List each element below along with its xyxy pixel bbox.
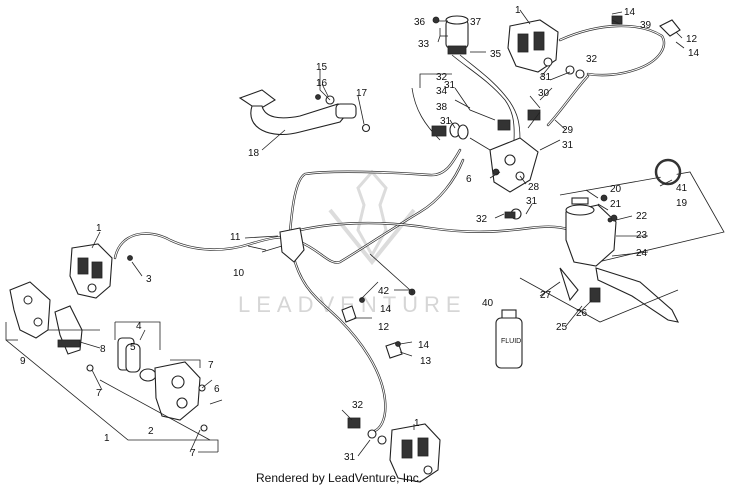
callout-7-a: 7 [208, 360, 214, 371]
callout-32-c: 32 [476, 214, 488, 225]
callout-7-c: 7 [190, 448, 196, 459]
callout-36: 36 [414, 17, 426, 28]
footer-credit: Rendered by LeadVenture, Inc. [256, 471, 422, 485]
callout-6-block: 6 [466, 174, 472, 185]
callout-14-b: 14 [418, 340, 430, 351]
callout-23: 23 [636, 230, 648, 241]
callout-31-d: 31 [526, 196, 538, 207]
rear-caliper [347, 417, 441, 483]
callout-38: 38 [436, 102, 448, 113]
callout-37: 37 [470, 17, 482, 28]
callout-41: 41 [676, 183, 688, 194]
callout-1-rear: 1 [414, 418, 420, 429]
callout-1-upper: 1 [515, 5, 521, 16]
callout-31-e: 31 [344, 452, 356, 463]
callout-20: 20 [610, 184, 622, 195]
callout-21: 21 [610, 199, 622, 210]
brake-lines [113, 24, 666, 434]
callout-19: 19 [676, 198, 688, 209]
splitter-block [261, 227, 305, 263]
callout-9: 9 [20, 356, 26, 367]
brake-fluid-bottle: FLUID [495, 309, 523, 369]
callout-12-lower: 12 [378, 322, 390, 333]
callout-26: 26 [576, 308, 588, 319]
callout-31-c: 31 [540, 72, 552, 83]
callout-31-f: 31 [444, 80, 456, 91]
callout-29: 29 [562, 125, 574, 136]
callout-17: 17 [356, 88, 368, 99]
callout-24: 24 [636, 248, 648, 259]
callout-1-lower-left: 1 [104, 433, 110, 444]
assembly-brackets-left [5, 321, 219, 453]
callout-25: 25 [556, 322, 568, 333]
callout-3: 3 [146, 274, 152, 285]
callout-1-front-left: 1 [96, 223, 102, 234]
clamps-and-bolts [341, 208, 613, 359]
callout-15: 15 [316, 62, 328, 73]
callout-16: 16 [316, 78, 328, 89]
callout-31-b: 31 [562, 140, 574, 151]
brake-pedal [238, 89, 371, 136]
callout-32-a: 32 [436, 72, 448, 83]
leader-lines [79, 9, 685, 457]
callout-5: 5 [130, 342, 136, 353]
callout-11: 11 [230, 232, 241, 243]
callout-27: 27 [540, 290, 552, 301]
callout-8: 8 [100, 344, 106, 355]
callout-39: 39 [640, 20, 652, 31]
left-caliper-assembly [9, 243, 223, 432]
callout-28: 28 [528, 182, 540, 193]
callout-31-a: 31 [440, 116, 452, 127]
callout-4: 4 [136, 321, 142, 332]
callout-30: 30 [538, 88, 550, 99]
callout-6-left: 6 [214, 384, 220, 395]
callout-35: 35 [490, 49, 502, 60]
callout-12-upper: 12 [686, 34, 698, 45]
callout-22: 22 [636, 211, 648, 222]
callout-14-d: 14 [688, 48, 700, 59]
callout-34: 34 [436, 86, 448, 97]
callout-32-d: 32 [352, 400, 364, 411]
callout-42: 42 [378, 286, 390, 297]
handlebar-master-cylinder [519, 158, 725, 323]
callout-10: 10 [233, 268, 245, 279]
callout-14-a: 14 [380, 304, 392, 315]
callout-33: 33 [418, 39, 430, 50]
watermark: LEADVENTURE [238, 169, 461, 317]
callout-2: 2 [148, 426, 154, 437]
callout-7-b: 7 [96, 388, 102, 399]
callout-14-c: 14 [624, 7, 636, 18]
callout-40: 40 [482, 298, 494, 309]
callout-18: 18 [248, 148, 260, 159]
callout-labels: 1 1 1 1 2 3 4 5 6 6 7 7 7 8 9 10 11 12 1… [20, 5, 700, 463]
callout-32-b: 32 [586, 54, 598, 65]
callout-13: 13 [420, 356, 432, 367]
bottle-label: FLUID [501, 338, 521, 345]
master-cylinder-assembly [431, 15, 681, 193]
